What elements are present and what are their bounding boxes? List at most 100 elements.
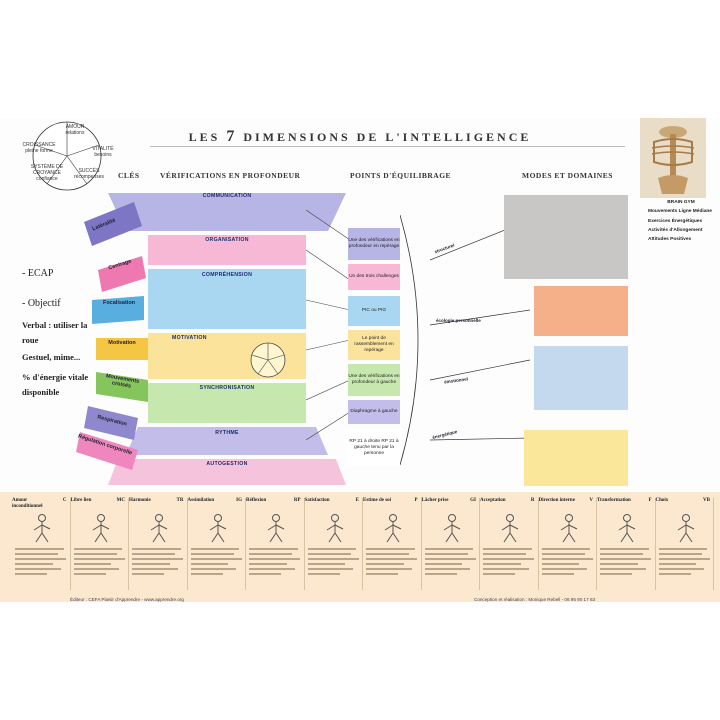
footer-right: Conception et réalisation : Monique Rebe…: [474, 597, 596, 602]
card-title: Amour inconditionnel: [12, 498, 43, 509]
card-text: [249, 548, 303, 586]
figure-icon: [443, 514, 460, 543]
card-title: Satisfaction: [304, 498, 330, 503]
footer-left: Éditeur : CEFA Plaisir d'Apprendre - www…: [70, 597, 184, 602]
card-text: [483, 548, 537, 586]
card-title: Harmonie: [129, 498, 151, 503]
card-5: Satisfaction E: [304, 498, 363, 590]
figure-icon: [267, 514, 285, 543]
key-focalisation: Focalisation: [102, 300, 136, 306]
card-10: Transformation F: [597, 498, 656, 590]
left-energie: % d'énergie vitale disponible: [22, 372, 89, 397]
card-title: Estime de soi: [363, 498, 392, 503]
card-code: VB: [703, 498, 710, 503]
figure-icon: [618, 514, 636, 543]
header-modes: MODES ET DOMAINES: [522, 171, 613, 180]
card-code: IG: [236, 498, 242, 503]
card-text: [600, 548, 654, 586]
card-code: MC: [116, 498, 125, 503]
brain-gym-title: BRAIN GYM: [667, 200, 695, 205]
card-code: V: [589, 498, 593, 503]
left-gestuel: Gestuel, mime...: [22, 352, 81, 362]
card-text: [132, 548, 186, 586]
funnel-communication: COMMUNICATION: [202, 193, 252, 199]
balance-point-3: PIC ou PIG: [348, 296, 400, 326]
header-checks: VÉRIFICATIONS EN PROFONDEUR: [160, 171, 301, 180]
key-wheel: [32, 121, 102, 191]
card-title: Direction interne: [538, 498, 575, 503]
mode-tag-ecologie: écologie personnelle: [436, 318, 481, 323]
balance-point-7: RP 21 à droite RP 21 à gauche tenu par l…: [346, 430, 402, 466]
balance-point-5: Une des vérifications en profondeur à ga…: [348, 364, 400, 396]
skeleton-image: [640, 118, 706, 198]
card-9: Direction interne V: [538, 498, 597, 590]
card-title: Réflexion: [246, 498, 267, 503]
mode-box-energetique: [524, 430, 628, 486]
balance-point-1: Une des vérifications en profondeur en r…: [348, 228, 400, 260]
card-text: [15, 548, 69, 586]
card-code: GI: [470, 498, 476, 503]
left-ecap: - ECAP: [22, 268, 54, 279]
card-text: [658, 548, 713, 586]
card-title: Choix: [655, 498, 669, 503]
card-title: Acceptation: [480, 498, 506, 503]
motivation-wheel-icon: [250, 342, 286, 378]
mode-box-ecologie: [534, 286, 628, 336]
figure-icon: [677, 514, 694, 543]
balance-point-6: Diaphragme à gauche: [348, 400, 400, 424]
card-code: C: [62, 498, 67, 503]
mode-box-emotionnel: [534, 346, 628, 410]
card-0: Amour inconditionnel C: [12, 498, 71, 590]
funnel-motivation: MOTIVATION: [172, 335, 207, 341]
right-lists: BRAIN GYM Mouvements Ligne Médiane Exerc…: [648, 200, 714, 242]
funnel-comprehension: COMPRÉHENSION: [201, 272, 253, 278]
card-title: Transformation: [597, 498, 631, 503]
card-3: Assimilation IG: [187, 498, 246, 590]
figure-icon: [326, 514, 343, 543]
card-title: Libre lien: [70, 498, 92, 503]
figure-icon: [501, 514, 519, 543]
card-title: Assimilation: [187, 498, 215, 503]
card-title: Lâcher prise: [421, 498, 449, 503]
card-code: P: [414, 498, 418, 503]
card-code: E: [355, 498, 359, 503]
card-code: TR: [176, 498, 184, 503]
figure-icon: [92, 514, 109, 543]
funnel-synchronisation: SYNCHRONISATION: [199, 385, 255, 391]
keys-side-shapes: [76, 202, 148, 470]
card-text: [73, 548, 128, 586]
card-text: [190, 548, 245, 586]
left-verbal: Verbal : utiliser la roue: [22, 320, 88, 345]
funnel-autogestion: AUTOGESTION: [206, 461, 248, 467]
connector-lines-left: [306, 209, 350, 441]
card-code: RP: [293, 498, 301, 503]
bottom-band: [0, 492, 720, 602]
funnel-rythme: RYTHME: [215, 430, 239, 436]
header-keys: CLÉS: [118, 171, 140, 180]
page-title: LES 7 DIMENSIONS DE L'INTELLIGENCE: [188, 128, 532, 145]
card-text: [541, 548, 596, 586]
card-text: [366, 548, 420, 586]
figure-icon: [384, 514, 402, 543]
bracket-arc: [400, 215, 419, 465]
mode-box-structurel: [504, 195, 628, 279]
card-1: Libre lien MC: [70, 498, 129, 590]
card-code: F: [648, 498, 652, 503]
header-balance: POINTS D'ÉQUILIBRAGE: [350, 171, 452, 180]
card-2: Harmonie TR: [129, 498, 188, 590]
card-text: [307, 548, 362, 586]
card-text: [424, 548, 479, 586]
figure-icon: [33, 514, 51, 543]
balance-point-4: Le point de rassemblement en repérage: [348, 330, 400, 360]
left-objectif: - Objectif: [22, 298, 61, 309]
card-4: Réflexion RP: [246, 498, 305, 590]
card-6: Estime de soi P: [363, 498, 422, 590]
key-motivation: Motivation: [108, 340, 136, 346]
title-rule: [150, 146, 625, 147]
